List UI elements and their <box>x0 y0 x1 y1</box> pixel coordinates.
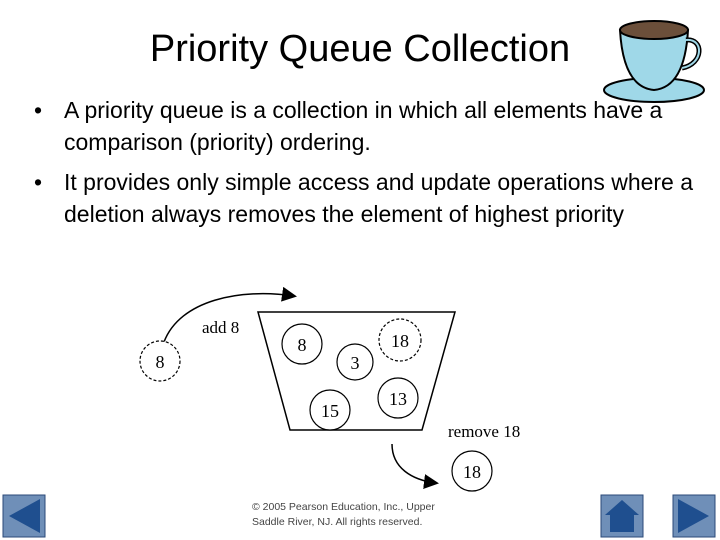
copyright-notice: © 2005 Pearson Education, Inc., Upper Sa… <box>252 500 452 530</box>
queue-value: 15 <box>321 401 339 421</box>
queue-value: 3 <box>351 353 360 373</box>
add-label: add 8 <box>202 318 239 337</box>
queue-value: 8 <box>298 335 307 355</box>
bullet-item: • It provides only simple access and upda… <box>28 166 708 230</box>
bullet-dot: • <box>34 94 42 126</box>
coffee-cup-icon <box>596 8 714 108</box>
bullet-list: • A priority queue is a collection in whi… <box>28 94 708 238</box>
queue-value: 13 <box>389 389 407 409</box>
previous-slide-button[interactable] <box>2 494 46 538</box>
priority-queue-diagram: add 8 8 8 18 3 15 13 remove 18 18 <box>130 280 550 500</box>
home-button[interactable] <box>600 494 644 538</box>
remove-label: remove 18 <box>448 422 520 441</box>
incoming-value: 8 <box>156 352 165 372</box>
outgoing-value: 18 <box>463 462 481 482</box>
bullet-text: It provides only simple access and updat… <box>64 169 693 227</box>
next-slide-button[interactable] <box>672 494 716 538</box>
bullet-dot: • <box>34 166 42 198</box>
remove-arrow <box>392 444 436 483</box>
queue-value: 18 <box>391 331 409 351</box>
bullet-text: A priority queue is a collection in whic… <box>64 97 662 155</box>
copyright-line: © 2005 Pearson Education, Inc., Upper <box>252 500 452 515</box>
copyright-line: Saddle River, NJ. All rights reserved. <box>252 515 452 530</box>
slide-title: Priority Queue Collection <box>100 28 620 71</box>
